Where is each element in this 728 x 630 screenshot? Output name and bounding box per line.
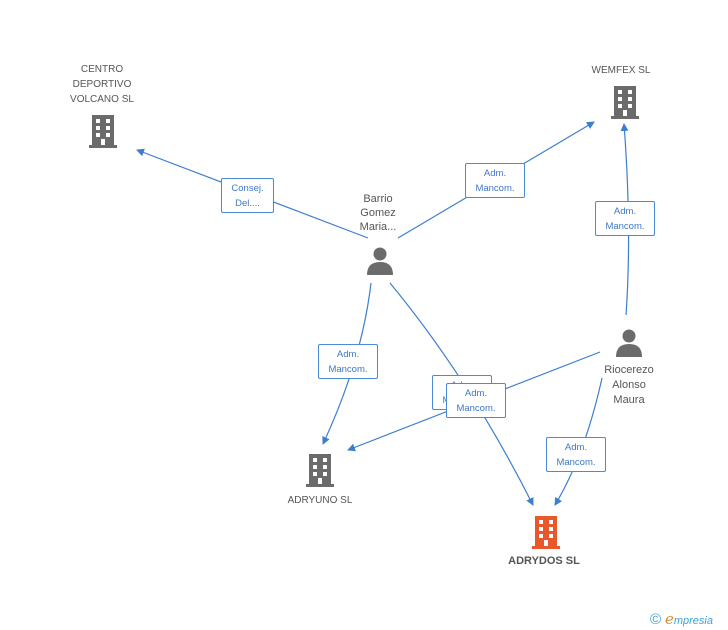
edge-label-line: Adm. (483, 168, 507, 179)
node-label-barrio[interactable]: Barrio Gomez Maria... (359, 193, 397, 233)
edge-label-line: Mancom. (328, 364, 368, 375)
edge-label-line: Adm. (564, 442, 588, 453)
edge-label-line: Adm. (336, 349, 360, 360)
edge-label-adm-mancom: Adm. Mancom. (465, 163, 525, 198)
edge-label-consej: Consej. Del.... (221, 178, 274, 213)
building-highlight-icon (532, 516, 560, 549)
brand-name: mpresia (673, 615, 713, 627)
node-label-adrydos[interactable]: ADRYDOS SL (508, 555, 580, 567)
edge-label-adm-mancom: Adm. Mancom. (318, 344, 378, 379)
edge-label-line: Adm. (613, 206, 637, 217)
edge-label-line: Mancom. (605, 221, 645, 232)
node-label-adryuno[interactable]: ADRYUNO SL (287, 495, 353, 506)
edge-label-adm-mancom: Adm. Mancom. (446, 383, 506, 418)
node-label-wemfex[interactable]: WEMFEX SL (591, 65, 651, 76)
person-icon (367, 247, 393, 275)
edge-label-line: Mancom. (556, 457, 596, 468)
edge-label-line: Mancom. (475, 183, 515, 194)
node-label-centro[interactable]: CENTRO DEPORTIVO VOLCANO SL (70, 64, 134, 105)
edge-label-line: Mancom. (456, 403, 496, 414)
person-icon (616, 329, 642, 357)
building-icon (611, 86, 639, 119)
building-icon (306, 454, 334, 487)
building-icon (89, 115, 117, 148)
edge-label-adm-mancom: Adm. Mancom. (546, 437, 606, 472)
edge-label-adm-mancom: Adm. Mancom. (595, 201, 655, 236)
brand-initial: e (664, 610, 674, 628)
copyright-symbol: © (650, 611, 662, 628)
edge-label-line: Consej. (231, 183, 264, 194)
edge-label-line: Del.... (235, 198, 260, 209)
edge-label-line: Adm. (464, 388, 488, 399)
empresia-logo[interactable]: © empresia (650, 610, 713, 628)
node-label-riocerezo[interactable]: Riocerezo Alonso Maura (604, 364, 654, 406)
